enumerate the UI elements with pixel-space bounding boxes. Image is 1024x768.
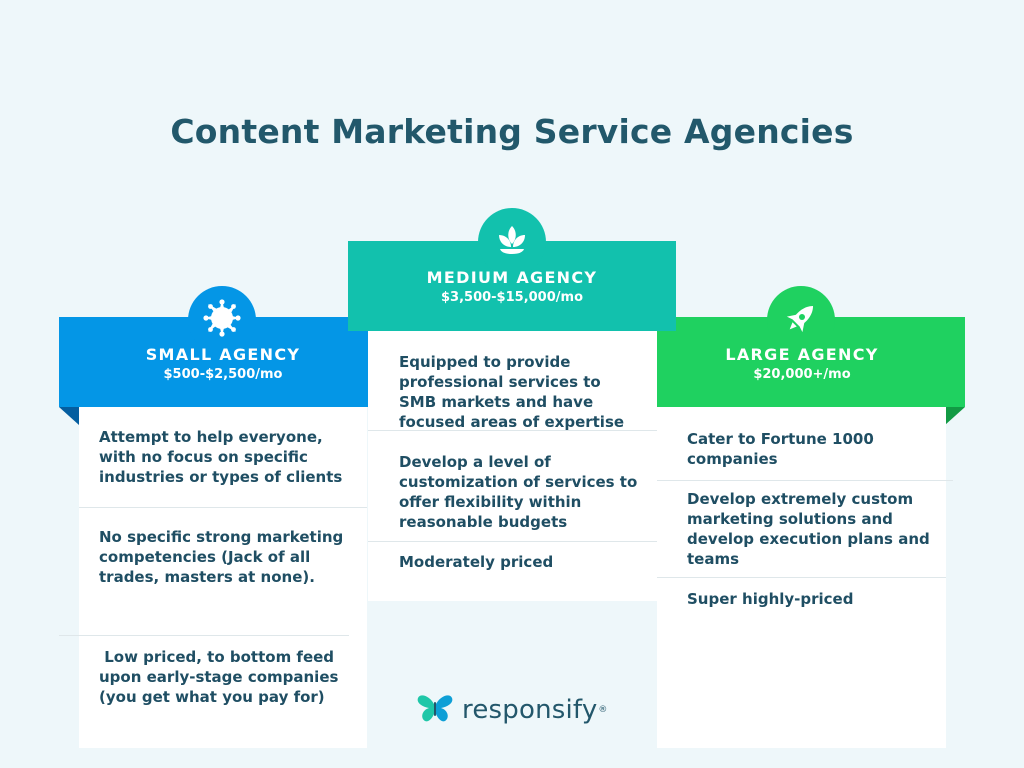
large-agency-price: $20,000+/mo: [753, 367, 851, 382]
large-agency-fold: [945, 407, 965, 425]
medium-agency-item-3: Moderately priced: [399, 553, 554, 571]
medium-agency-divider-2: [368, 541, 657, 542]
splat-icon: [200, 296, 244, 344]
small-agency-price: $500-$2,500/mo: [163, 367, 283, 382]
medium-agency-badge: [478, 208, 546, 276]
sprout-icon: [492, 220, 532, 264]
large-agency-item-3: Super highly-priced: [687, 590, 854, 608]
large-agency-item-2: Develop extremely custom marketing solut…: [687, 490, 930, 568]
small-agency-badge: [188, 286, 256, 354]
small-agency-divider-1: [79, 507, 367, 508]
medium-agency-card: [368, 331, 657, 601]
brand-logo: responsify ®: [416, 692, 607, 728]
medium-agency-price: $3,500-$15,000/mo: [441, 290, 583, 305]
page-title: Content Marketing Service Agencies: [170, 112, 854, 151]
small-agency-divider-2: [59, 635, 349, 636]
small-agency-fold: [59, 407, 79, 425]
brand-name: responsify: [462, 695, 598, 725]
small-agency-item-1: Attempt to help everyone, with no focus …: [99, 428, 343, 486]
medium-agency-item-1: Equipped to provide professional service…: [399, 353, 625, 431]
rocket-icon: [781, 298, 821, 342]
medium-agency-divider-1: [368, 430, 657, 431]
small-agency-item-3: Low priced, to bottom feed upon early-st…: [99, 648, 344, 706]
large-agency-item-1: Cater to Fortune 1000 companies: [687, 430, 874, 468]
medium-agency-item-2: Develop a level of customization of serv…: [399, 453, 638, 531]
small-agency-item-2: No specific strong marketing competencie…: [99, 528, 344, 586]
brand-registered-mark: ®: [598, 705, 608, 715]
large-agency-divider-2: [657, 577, 946, 578]
medium-agency-name: MEDIUM AGENCY: [426, 268, 598, 287]
butterfly-icon: [416, 692, 454, 728]
small-agency-card: [79, 407, 367, 748]
large-agency-name: LARGE AGENCY: [725, 345, 879, 364]
small-agency-name: SMALL AGENCY: [145, 345, 301, 364]
large-agency-divider-1: [657, 480, 953, 481]
large-agency-badge: [767, 286, 835, 354]
